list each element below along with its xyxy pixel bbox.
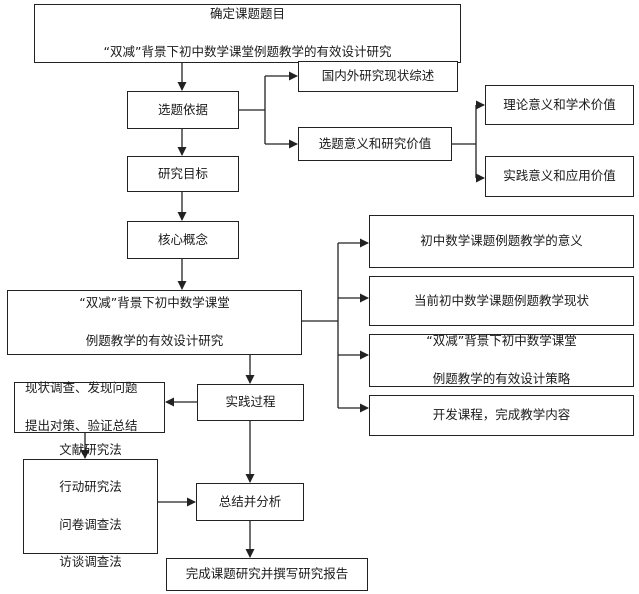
basis-label: 选题依据 <box>157 101 208 117</box>
main-study-line2: 例题教学的有效设计研究 <box>85 332 224 348</box>
summary-box: 总结并分析 <box>196 483 304 521</box>
goal-box: 研究目标 <box>127 156 239 192</box>
bracket-basis <box>239 76 266 144</box>
main-study-line1: “双减”背景下初中数学课堂 <box>79 295 230 311</box>
report-label: 完成课题研究并撰写研究报告 <box>185 566 349 582</box>
theory-value-box: 理论意义和学术价值 <box>485 85 634 125</box>
steps-line1: 现状调查、发现问题 <box>25 380 138 396</box>
practice-value-box: 实践意义和应用价值 <box>485 156 634 197</box>
practice-label: 实践过程 <box>225 394 276 410</box>
report-box: 完成课题研究并撰写研究报告 <box>166 558 368 591</box>
content4-box: 开发课程，完成教学内容 <box>369 395 634 436</box>
practice-value-label: 实践意义和应用价值 <box>503 168 616 184</box>
summary-label: 总结并分析 <box>218 493 282 509</box>
topic-subtitle: “双减”背景下初中数学课堂例题教学的有效设计研究 <box>103 43 392 59</box>
lit-review-label: 国内外研究现状综述 <box>321 68 435 84</box>
method-interview: 访谈调查法 <box>59 554 122 570</box>
bracket-significance <box>452 105 477 178</box>
topic-box: 确定课题题目 “双减”背景下初中数学课堂例题教学的有效设计研究 <box>34 4 461 63</box>
concept-label: 核心概念 <box>157 231 208 247</box>
content1-label: 初中数学课题例题教学的意义 <box>420 233 583 249</box>
method-action: 行动研究法 <box>59 479 122 495</box>
topic-title: 确定课题题目 <box>209 6 285 22</box>
concept-box: 核心概念 <box>127 221 239 259</box>
steps-line2: 提出对策、验证总结 <box>25 417 138 433</box>
lit-review-box: 国内外研究现状综述 <box>298 61 458 92</box>
basis-box: 选题依据 <box>127 91 239 129</box>
content3-line2: 例题教学的有效设计策略 <box>432 370 571 386</box>
theory-value-label: 理论意义和学术价值 <box>503 96 616 112</box>
steps-box: 现状调查、发现问题 提出对策、验证总结 <box>14 380 165 433</box>
method-questionnaire: 问卷调查法 <box>59 516 122 532</box>
methods-box: 文献研究法 行动研究法 问卷调查法 访谈调查法 <box>23 442 158 569</box>
method-literature: 文献研究法 <box>59 441 122 457</box>
goal-label: 研究目标 <box>157 165 208 181</box>
content2-label: 当前初中数学课题例题教学现状 <box>413 292 589 308</box>
main-study-box: “双减”背景下初中数学课堂 例题教学的有效设计研究 <box>7 290 302 355</box>
content2-box: 当前初中数学课题例题教学现状 <box>369 276 634 326</box>
content3-line1: “双减”背景下初中数学课堂 <box>426 333 577 349</box>
bracket-content <box>302 243 339 408</box>
practice-box: 实践过程 <box>197 384 304 421</box>
significance-box: 选题意义和研究价值 <box>298 127 452 161</box>
content3-box: “双减”背景下初中数学课堂 例题教学的有效设计策略 <box>369 333 634 387</box>
significance-label: 选题意义和研究价值 <box>318 135 432 151</box>
content1-box: 初中数学课题例题教学的意义 <box>369 215 634 268</box>
content4-label: 开发课程，完成教学内容 <box>432 407 571 423</box>
